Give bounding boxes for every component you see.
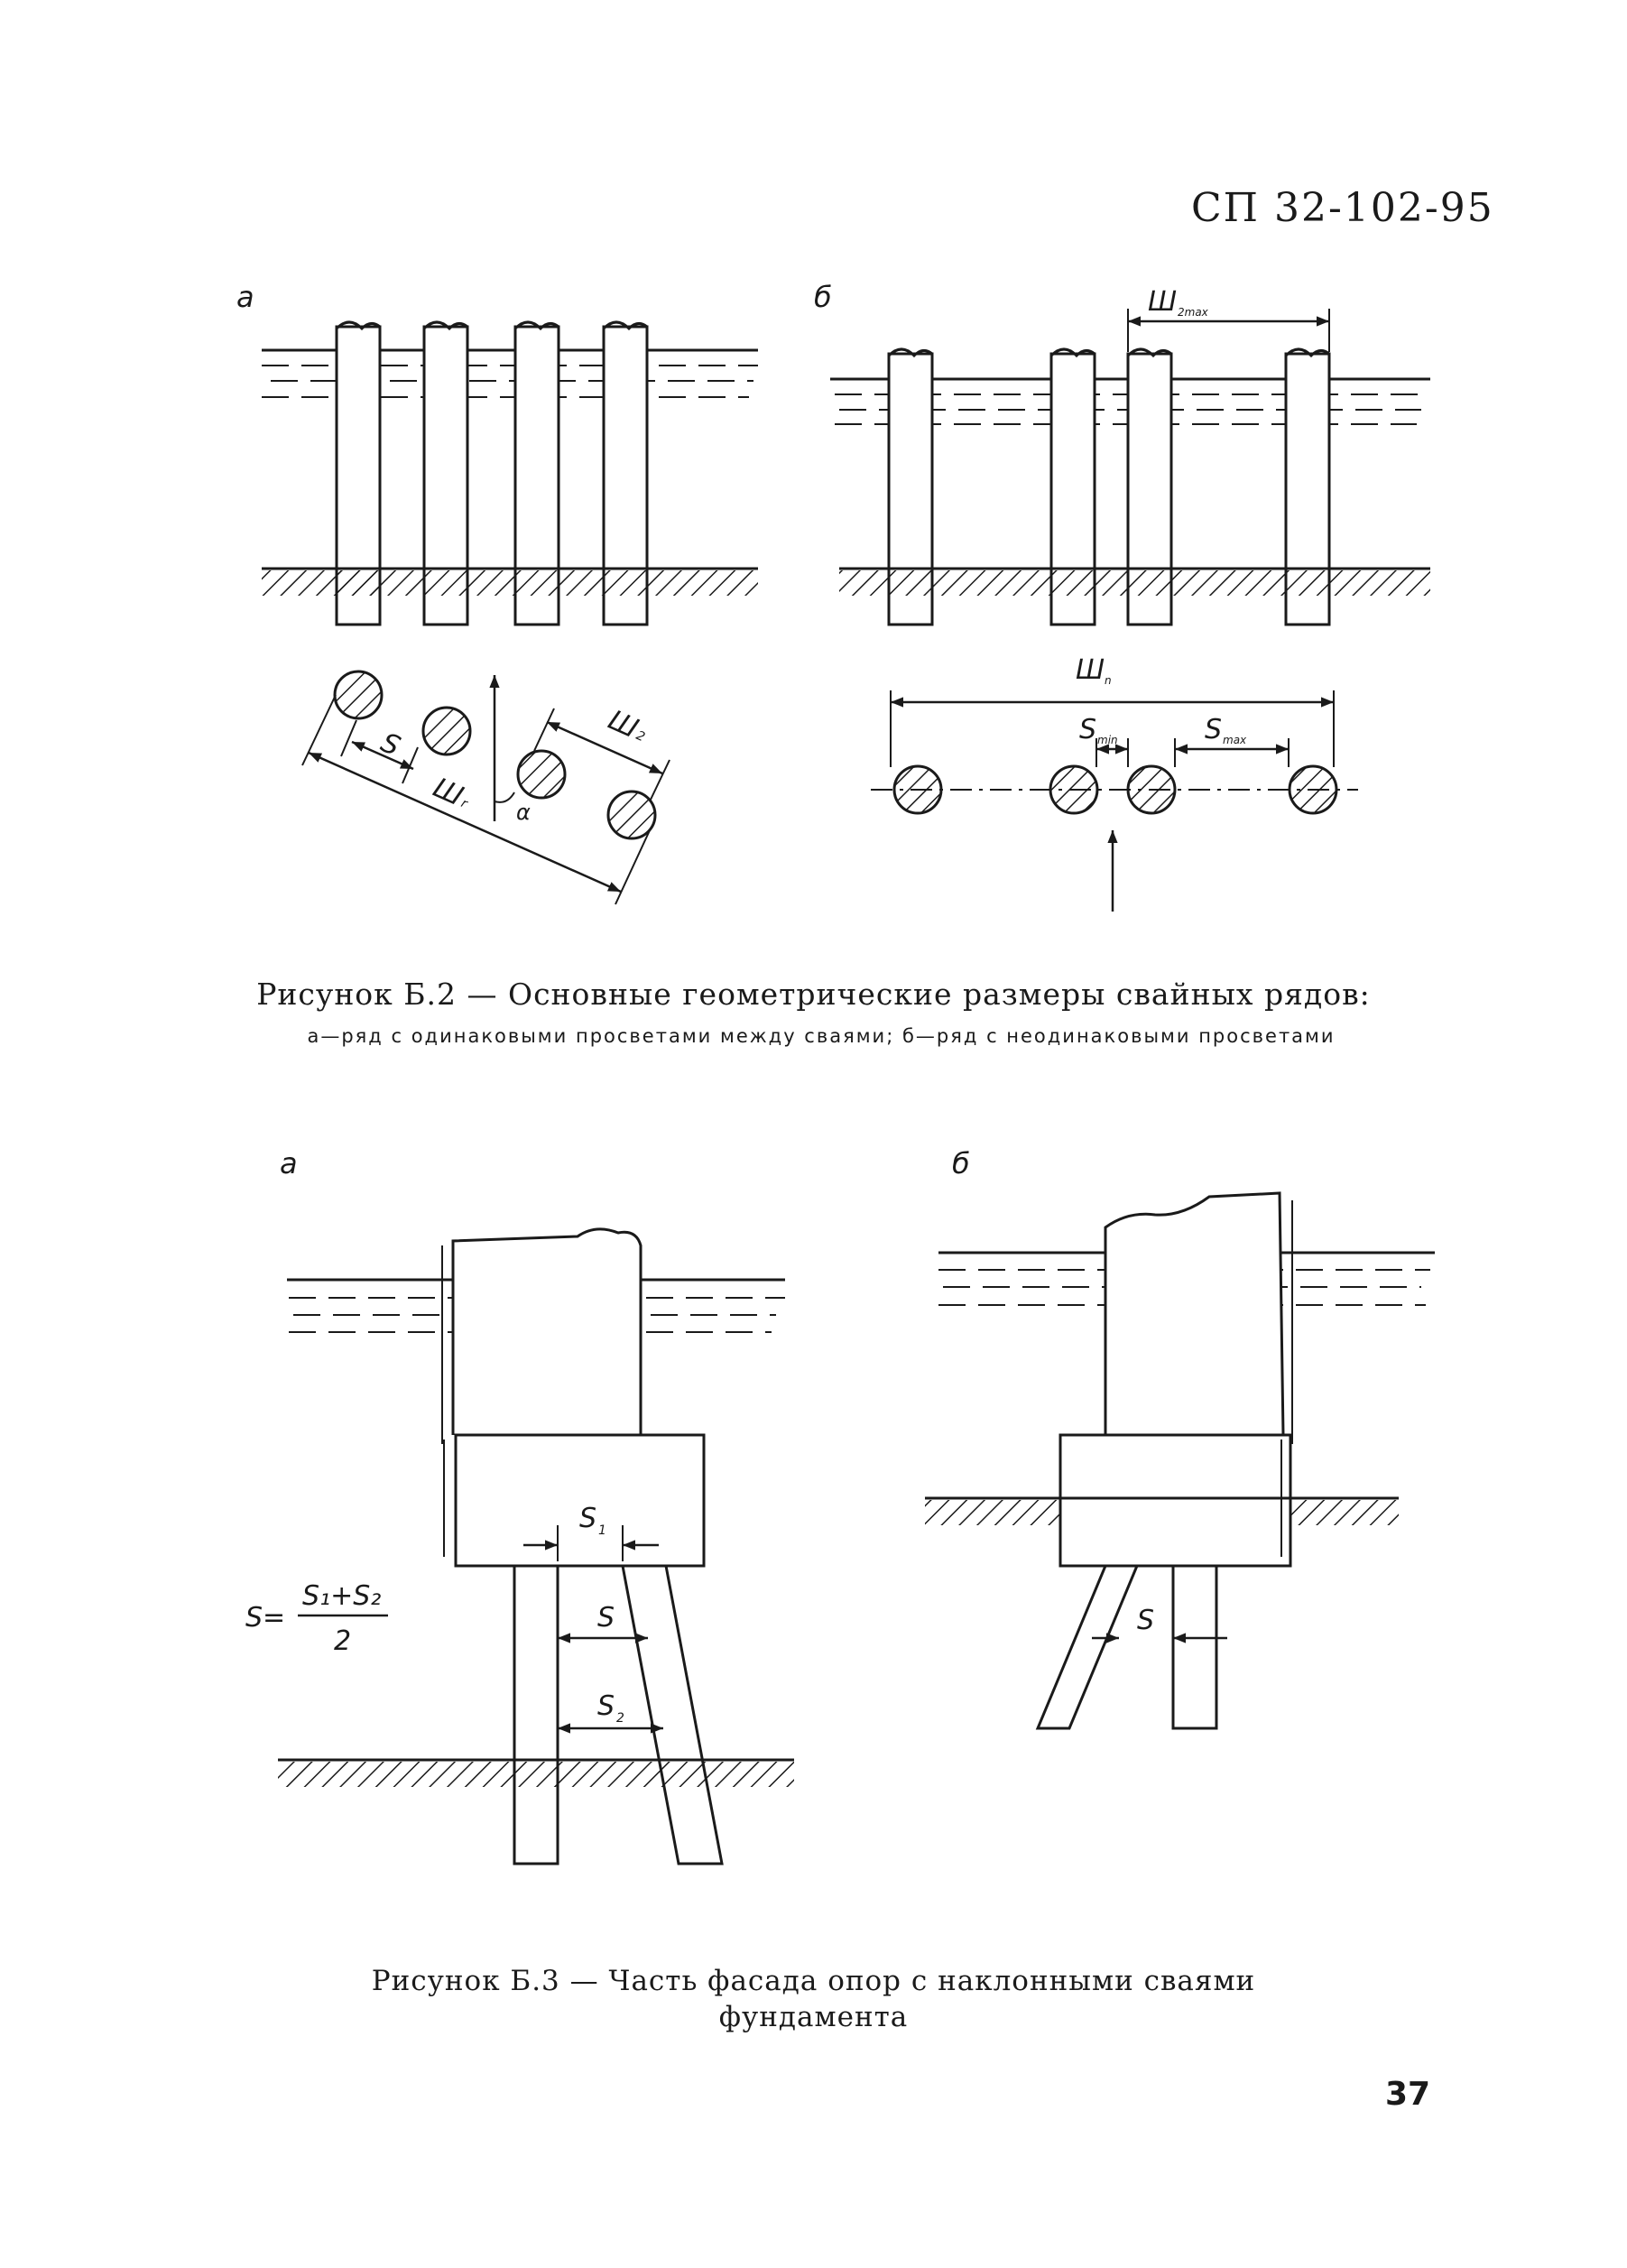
figure-b3-caption-line1: Рисунок Б.3 — Часть фасада опор с наклон…	[371, 1965, 1256, 1997]
figure-b2-b-plan	[871, 690, 1358, 912]
label-s1-sub: 1	[598, 1523, 606, 1538]
formula-numerator: S₁+S₂	[302, 1580, 381, 1612]
figure-b3-caption: Рисунок Б.3 — Часть фасада опор с наклон…	[0, 1963, 1627, 2035]
figure-b2-caption-detail: а—ряд с одинаковыми просветами между сва…	[307, 1025, 1336, 1047]
label-s-max-sub: max	[1223, 734, 1247, 746]
formula-lhs: S=	[245, 1602, 285, 1634]
figure-b3-a	[278, 1227, 794, 1865]
document-code: СП 32-102-95	[1191, 185, 1494, 231]
label-sh-n-sub: n	[1105, 674, 1112, 687]
label-s2-sub: 2	[616, 1711, 624, 1726]
formula-denominator: 2	[334, 1625, 351, 1657]
label-s2: S	[597, 1690, 615, 1722]
label-sh-2max-sub: 2max	[1178, 306, 1209, 319]
label-s-incl: S	[597, 1602, 615, 1634]
label-s1: S	[579, 1503, 596, 1534]
label-sh-n: Ш	[1076, 654, 1105, 686]
page-number: 37	[1385, 2076, 1431, 2113]
label-sh-2max: Ш	[1148, 286, 1177, 318]
figure-b2-a-plan	[301, 670, 670, 905]
figure-b3-b	[925, 1191, 1435, 1730]
figure-b2-panel-a-letter: а	[236, 280, 254, 314]
figure-b3-panel-a-letter: а	[280, 1146, 298, 1180]
figure-b2-a-elevation	[262, 320, 758, 626]
figure-b2-b-elevation	[830, 309, 1430, 626]
label-s: S	[376, 727, 405, 763]
label-s-min: S	[1079, 714, 1096, 745]
label-s-min-sub: min	[1097, 734, 1118, 746]
label-alpha: α	[516, 800, 531, 825]
figure-b2-panel-b-letter: б	[814, 280, 832, 314]
figure-b3-panel-b-letter: б	[952, 1146, 970, 1180]
label-s-b: S	[1137, 1605, 1154, 1636]
figure-b3-caption-line2: фундамента	[718, 2001, 909, 2033]
label-s-max: S	[1205, 714, 1222, 745]
figure-b2-caption: Рисунок Б.2 — Основные геометрические ра…	[256, 977, 1371, 1012]
